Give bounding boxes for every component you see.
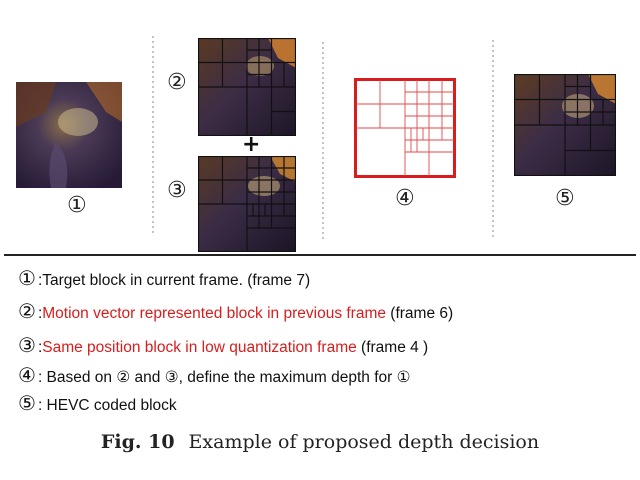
legend-item-4: ④: Based on ② and ③, define the maximum … — [18, 365, 410, 386]
panel-label-3: ③ — [167, 178, 187, 203]
panel-label-5: ⑤ — [555, 186, 575, 211]
legend-item-1: ①:Target block in current frame. (frame … — [18, 268, 310, 289]
horizontal-divider — [4, 254, 636, 256]
legend-num-4: ④ — [18, 363, 36, 387]
caption-label: Fig. 10 — [100, 431, 175, 453]
legend-num-5: ⑤ — [18, 391, 36, 415]
depth-decision-grid — [354, 78, 456, 178]
legend-num-2: ② — [18, 299, 36, 323]
motion-vector-block-image — [198, 38, 296, 136]
legend-item-5: ⑤: HEVC coded block — [18, 393, 177, 414]
legend-text-1: :Target block in current frame. (frame 7… — [37, 272, 311, 289]
target-block-image — [16, 82, 122, 188]
caption-text: Example of proposed depth decision — [188, 431, 540, 453]
legend-item-2: ②:Motion vector represented block in pre… — [18, 301, 453, 322]
separator-1 — [152, 36, 154, 236]
legend-highlight-2: Motion vector represented block in previ… — [42, 305, 386, 322]
separator-3 — [492, 40, 494, 240]
panel-label-4: ④ — [395, 186, 415, 211]
legend-highlight-3: Same position block in low quantization … — [42, 339, 357, 356]
legend-text-5: : HEVC coded block — [37, 397, 177, 414]
legend-suffix-3: (frame 4 ) — [356, 339, 429, 356]
hevc-coded-block-image — [514, 74, 616, 176]
legend-num-3: ③ — [18, 333, 36, 357]
legend-suffix-2: (frame 6) — [386, 305, 454, 322]
panel-label-1: ① — [67, 193, 87, 218]
separator-2 — [322, 42, 324, 242]
panel-label-2: ② — [167, 70, 187, 95]
low-quantization-block-image — [198, 156, 296, 252]
legend-text-4: : Based on ② and ③, define the maximum d… — [37, 369, 411, 386]
legend-num-1: ① — [18, 266, 36, 290]
figure-caption: Fig. 10 Example of proposed depth decisio… — [0, 431, 640, 453]
legend-item-3: ③:Same position block in low quantizatio… — [18, 335, 428, 356]
legend-colon-3: : — [37, 339, 43, 356]
legend-colon-2: : — [37, 305, 43, 322]
plus-sign: + — [242, 132, 261, 157]
